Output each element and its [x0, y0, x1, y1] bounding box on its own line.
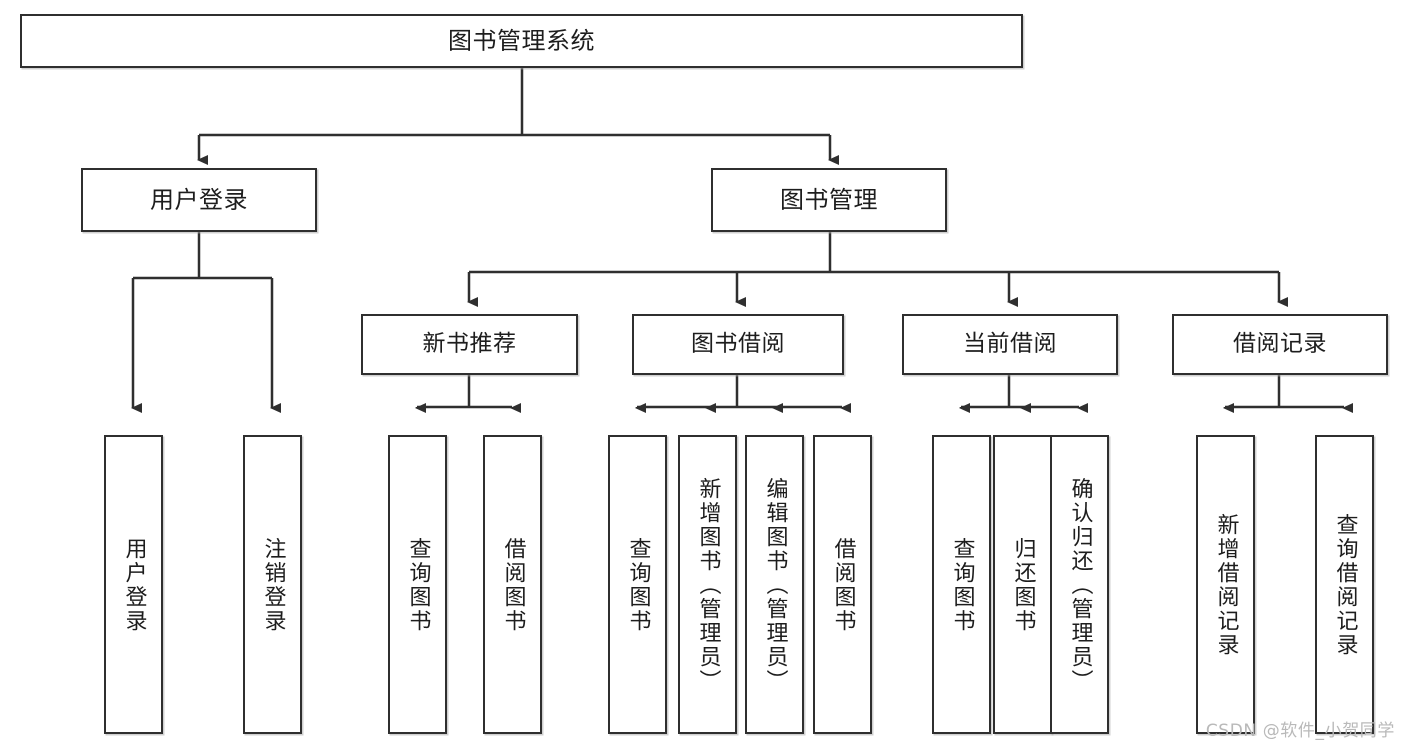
node-leaf-borrow-book-newbook[interactable]: 借阅图书 — [483, 435, 542, 734]
node-leaf-confirm-return-admin[interactable]: 确认归还（管理员） — [1050, 435, 1109, 734]
node-label: 图书管理系统 — [448, 26, 595, 55]
node-label: 确认归还（管理员） — [1067, 476, 1093, 693]
node-new-book-recommend[interactable]: 新书推荐 — [361, 314, 578, 375]
node-leaf-query-book-borrow[interactable]: 查询图书 — [608, 435, 667, 734]
node-leaf-return-book[interactable]: 归还图书 — [993, 435, 1052, 734]
watermark-text: CSDN @软件_小贺同学 — [1205, 721, 1395, 741]
node-leaf-borrow-book[interactable]: 借阅图书 — [813, 435, 872, 734]
node-leaf-user-login[interactable]: 用户登录 — [104, 435, 163, 734]
node-label: 查询图书 — [405, 536, 431, 633]
node-leaf-add-book-admin[interactable]: 新增图书（管理员） — [678, 435, 737, 734]
node-label: 图书借阅 — [691, 330, 785, 357]
node-label: 用户登录 — [121, 536, 147, 633]
node-label: 新增图书（管理员） — [695, 476, 721, 693]
node-label: 借阅图书 — [830, 536, 856, 633]
node-label: 当前借阅 — [963, 330, 1057, 357]
node-leaf-edit-book-admin[interactable]: 编辑图书（管理员） — [745, 435, 804, 734]
node-root-book-management-system[interactable]: 图书管理系统 — [20, 14, 1023, 68]
node-leaf-add-borrow-record[interactable]: 新增借阅记录 — [1196, 435, 1255, 734]
node-label: 借阅图书 — [500, 536, 526, 633]
node-label: 图书管理 — [780, 185, 878, 214]
node-leaf-query-book-newbook[interactable]: 查询图书 — [388, 435, 447, 734]
node-label: 查询借阅记录 — [1332, 512, 1358, 657]
node-label: 查询图书 — [625, 536, 651, 633]
node-leaf-query-borrow-record[interactable]: 查询借阅记录 — [1315, 435, 1374, 734]
node-label: 新增借阅记录 — [1213, 512, 1239, 657]
node-label: 注销登录 — [260, 536, 286, 633]
node-user-login[interactable]: 用户登录 — [81, 168, 317, 232]
node-book-management[interactable]: 图书管理 — [711, 168, 947, 232]
node-label: 归还图书 — [1010, 536, 1036, 633]
node-borrow-record[interactable]: 借阅记录 — [1172, 314, 1388, 375]
node-current-borrow[interactable]: 当前借阅 — [902, 314, 1118, 375]
node-leaf-query-book-current[interactable]: 查询图书 — [932, 435, 991, 734]
node-label: 借阅记录 — [1233, 330, 1327, 357]
node-label: 新书推荐 — [422, 330, 517, 357]
node-book-borrow[interactable]: 图书借阅 — [632, 314, 844, 375]
node-label: 用户登录 — [150, 185, 248, 214]
node-leaf-logout[interactable]: 注销登录 — [243, 435, 302, 734]
node-label: 编辑图书（管理员） — [762, 476, 788, 693]
node-label: 查询图书 — [949, 536, 975, 633]
